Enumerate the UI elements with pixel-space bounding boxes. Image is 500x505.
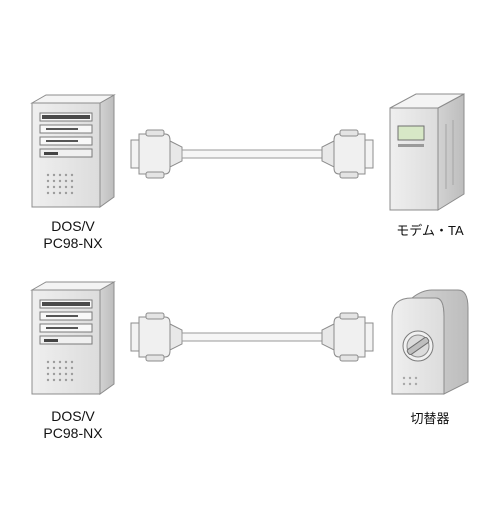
serial-cable-icon (130, 312, 374, 362)
left-device-label: DOS/V PC98-NX (18, 408, 128, 442)
right-device-label: モデム・TA (396, 223, 464, 238)
modem-icon (389, 93, 465, 211)
tower-pc-icon (30, 281, 116, 395)
left-device-label: DOS/V PC98-NX (18, 218, 128, 252)
switch-box-icon (391, 289, 469, 395)
device-name-line2: PC98-NX (43, 425, 103, 441)
tower-pc-icon (30, 94, 116, 208)
serial-cable-icon (130, 129, 374, 179)
device-name-line2: PC98-NX (43, 235, 103, 251)
device-name-line1: DOS/V (51, 408, 95, 424)
device-name-line1: DOS/V (51, 218, 95, 234)
right-device-label: 切替器 (410, 411, 450, 426)
